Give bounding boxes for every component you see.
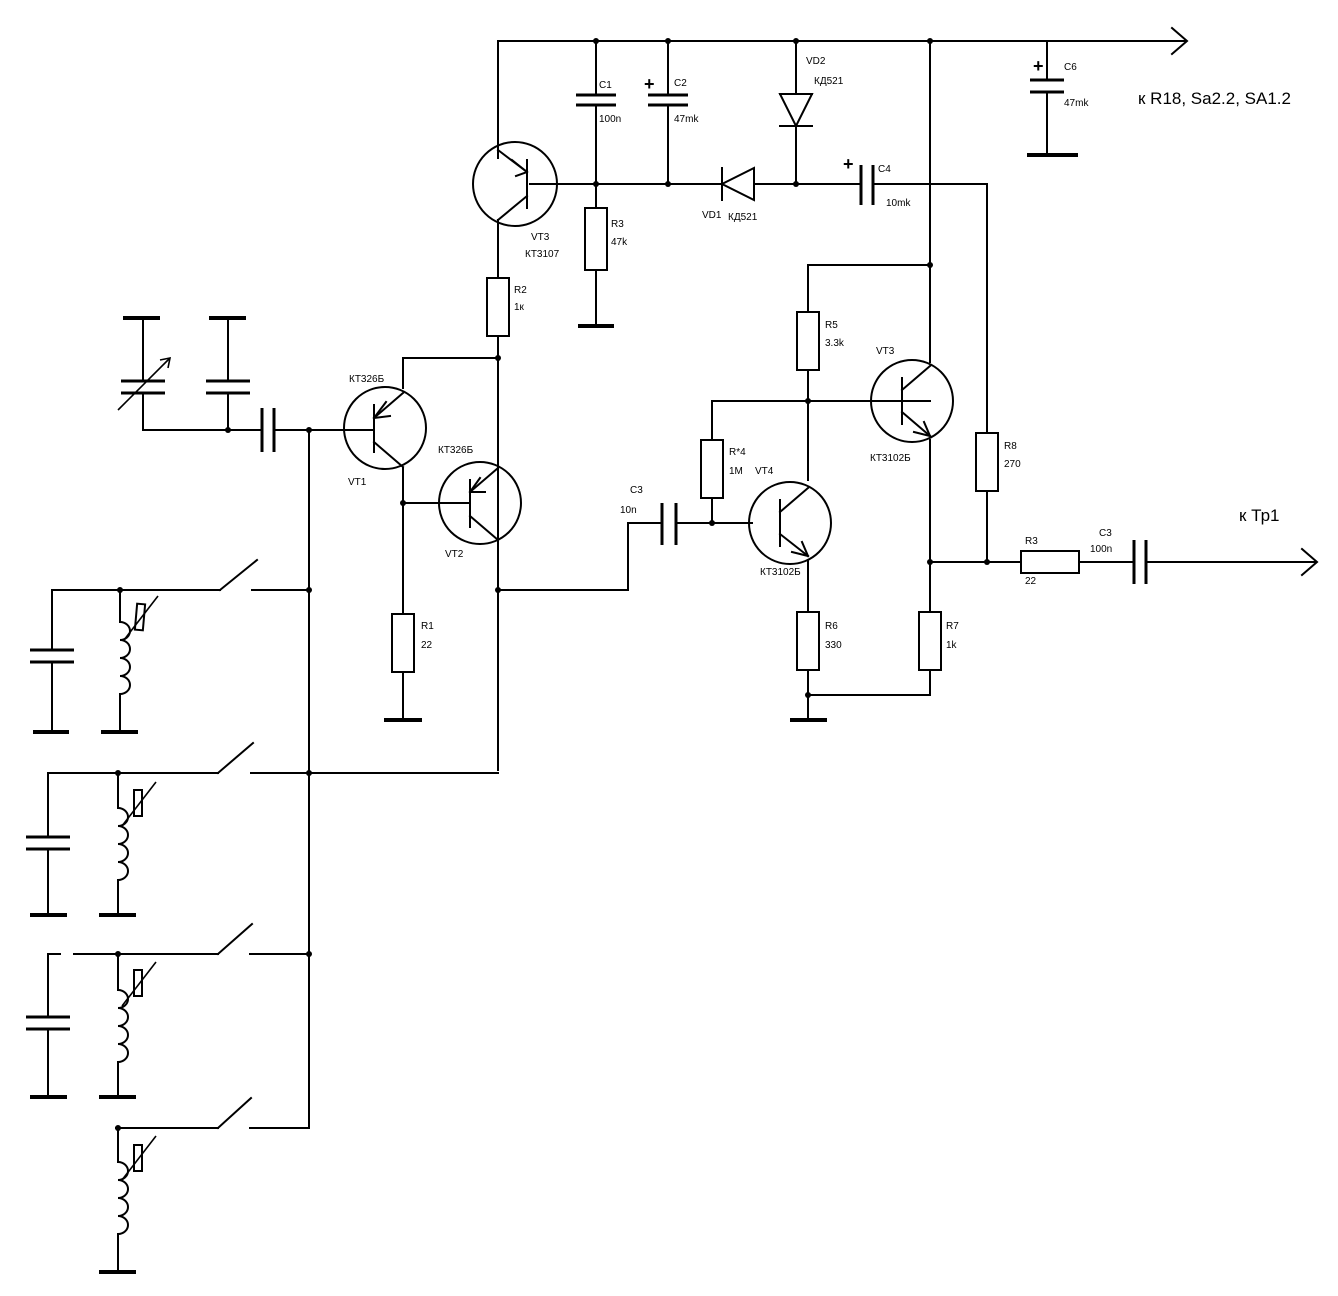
vd2-value: КД521 [814, 76, 844, 87]
vt2-ref: VT2 [445, 549, 464, 560]
r5-value: 3.3k [825, 338, 845, 349]
vt3-top-value: КТ3107 [525, 249, 560, 260]
c4-ref: C4 [878, 164, 891, 175]
wires [47, 26, 1319, 1271]
junction-dots [115, 38, 990, 1131]
c2-ref: C2 [674, 78, 687, 89]
c4-value: 10mk [886, 198, 911, 209]
vt3-right-value: КТ3102Б [870, 453, 911, 464]
r2-ref: R2 [514, 285, 527, 296]
r7-ref: R7 [946, 621, 959, 632]
power-out-label: к R18, Sa2.2, SA1.2 [1138, 89, 1291, 108]
r1-value: 22 [421, 640, 433, 651]
c3-out-ref: C3 [1099, 528, 1112, 539]
net-labels: к R18, Sa2.2, SA1.2 к Тр1 [1138, 89, 1291, 525]
r4-ref: R*4 [729, 447, 746, 458]
r2-value: 1к [514, 302, 525, 313]
vt1-ref: VT1 [348, 477, 367, 488]
resistors [391, 207, 1080, 673]
polarity-marks: + + + [644, 56, 1044, 174]
vt4-ref: VT4 [755, 466, 774, 477]
vt3-top-ref: VT3 [531, 232, 550, 243]
r8-ref: R8 [1004, 441, 1017, 452]
r1-ref: R1 [421, 621, 434, 632]
r3-out-ref: R3 [1025, 536, 1038, 547]
vt2-value: КТ326Б [438, 445, 474, 456]
inductors [116, 595, 159, 1236]
c3-mid-ref: C3 [630, 485, 643, 496]
r4-value: 1M [729, 466, 743, 477]
c1-ref: C1 [599, 80, 612, 91]
vd1-value: КД521 [728, 212, 758, 223]
vd2-ref: VD2 [806, 56, 826, 67]
component-labels: C1 100n C2 47mk VD2 КД521 C6 47mk C4 10m… [348, 56, 1112, 651]
signal-out-label: к Тр1 [1239, 506, 1280, 525]
r3-out-value: 22 [1025, 576, 1037, 587]
c1-value: 100n [599, 114, 621, 125]
vt3-right-ref: VT3 [876, 346, 895, 357]
transistors [343, 141, 954, 565]
grounds [30, 153, 1078, 1274]
c2-value: 47mk [674, 114, 699, 125]
c3-out-value: 100n [1090, 544, 1112, 555]
r8-value: 270 [1004, 459, 1021, 470]
capacitors [26, 78, 1148, 1031]
diodes [719, 93, 814, 202]
c6-plus: + [1033, 56, 1044, 76]
vt4-value: КТ3102Б [760, 567, 801, 578]
r3-top-value: 47k [611, 237, 628, 248]
vt1-value: КТ326Б [349, 374, 385, 385]
c3-mid-value: 10n [620, 505, 637, 516]
c6-ref: C6 [1064, 62, 1077, 73]
c4-plus: + [843, 154, 854, 174]
r7-value: 1k [946, 640, 958, 651]
r3-top-ref: R3 [611, 219, 624, 230]
r6-value: 330 [825, 640, 842, 651]
vd1-ref: VD1 [702, 210, 722, 221]
c6-value: 47mk [1064, 98, 1089, 109]
r5-ref: R5 [825, 320, 838, 331]
r6-ref: R6 [825, 621, 838, 632]
c2-plus: + [644, 74, 655, 94]
